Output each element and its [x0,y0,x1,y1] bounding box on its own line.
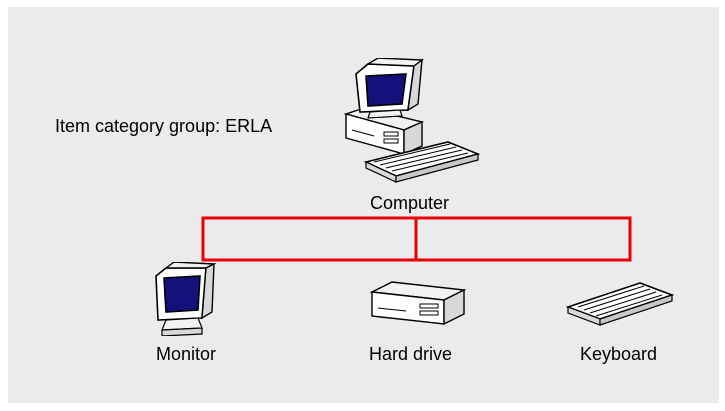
monitor-label: Monitor [156,344,217,364]
hard-drive-icon [370,281,466,326]
monitor-icon [155,262,217,336]
computer-label: Computer [370,193,450,213]
computer-icon [344,58,480,183]
item-category-group-label: Item category group: ERLA [55,116,273,136]
keyboard-label: Keyboard [580,344,658,364]
keyboard-icon [566,282,674,326]
hard-drive-label: Hard drive [369,344,453,364]
